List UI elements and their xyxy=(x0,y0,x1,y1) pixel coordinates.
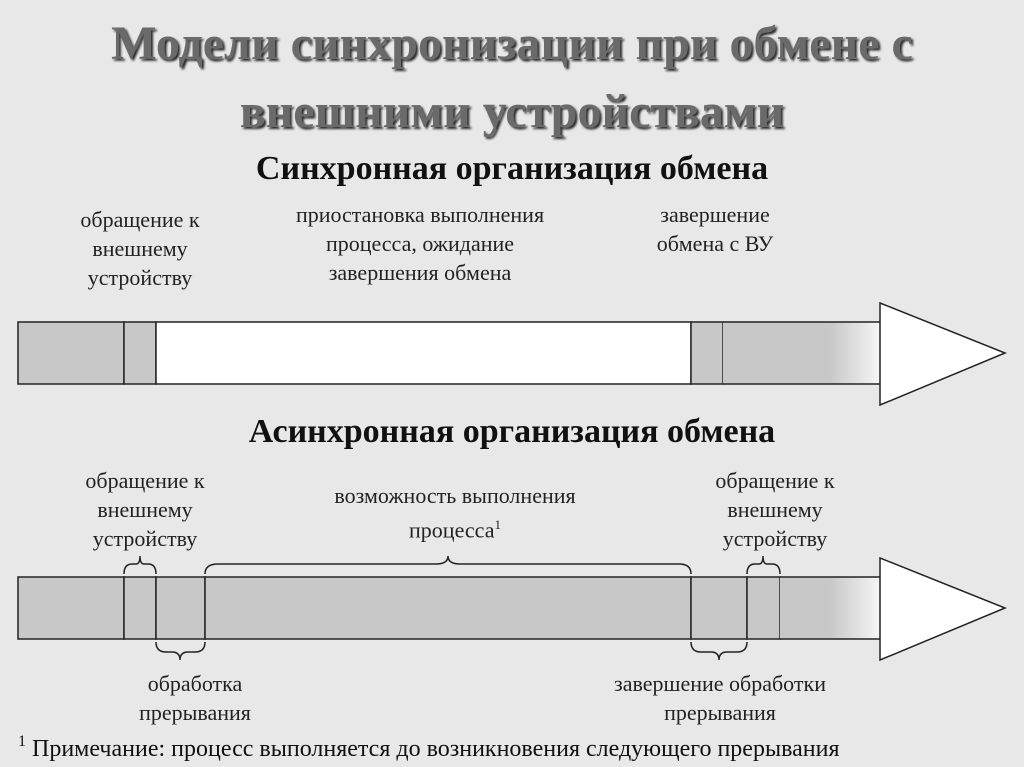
sync-label-wait-line: процесса, ожидание xyxy=(325,231,515,256)
sync-timeline-arrow xyxy=(17,301,1007,407)
sync-arrow-head xyxy=(879,301,1007,407)
async-label-access-left-line: устройству xyxy=(92,526,198,551)
brace-access-left xyxy=(123,555,157,575)
async-segment-start xyxy=(17,576,125,640)
async-label-interrupt-end-line: завершение обработки xyxy=(614,671,826,696)
async-heading: Асинхронная организация обмена xyxy=(248,413,776,450)
sync-segment-wait xyxy=(155,321,692,385)
async-segment-interrupt-end xyxy=(690,576,748,640)
async-segment-interrupt xyxy=(155,576,206,640)
brace-process xyxy=(204,555,692,575)
async-label-access-right-line: внешнему xyxy=(727,497,823,522)
sync-label-wait-line: приостановка выполнения xyxy=(295,202,545,227)
footnote-text: Примечание: процесс выполняется до возни… xyxy=(32,736,840,762)
sync-segment-access xyxy=(123,321,157,385)
async-label-interrupt: обработка прерывания xyxy=(110,669,280,727)
sync-heading: Синхронная организация обмена xyxy=(255,150,769,187)
async-label-interrupt-end: завершение обработки прерывания xyxy=(570,669,870,727)
sync-label-wait-line: завершения обмена xyxy=(328,260,512,285)
sync-label-done: завершение обмена с ВУ xyxy=(630,200,800,258)
async-label-access-right-line: устройству xyxy=(722,526,828,551)
async-timeline-arrow xyxy=(17,556,1007,662)
async-label-access-left: обращение к внешнему устройству xyxy=(60,466,230,553)
async-segment-access-left xyxy=(123,576,157,640)
async-arrow-head xyxy=(879,556,1007,662)
sync-label-access-line: устройству xyxy=(87,265,193,290)
async-label-process-line: процесса xyxy=(409,517,495,543)
async-label-process-line: возможность выполнения xyxy=(334,483,576,508)
sync-label-wait: приостановка выполнения процесса, ожидан… xyxy=(270,200,570,287)
sync-label-access-line: обращение к xyxy=(80,207,200,232)
async-label-access-left-line: обращение к xyxy=(85,468,205,493)
brace-access-right xyxy=(746,555,781,575)
async-segment-process xyxy=(204,576,692,640)
async-label-interrupt-line: обработка xyxy=(147,671,243,696)
brace-interrupt xyxy=(155,641,206,661)
async-segment-tail xyxy=(780,577,831,639)
async-label-access-left-line: внешнему xyxy=(97,497,193,522)
footnote-mark: 1 xyxy=(18,733,26,750)
sync-label-access: обращение к внешнему устройству xyxy=(55,205,225,292)
footnote-marker: 1 xyxy=(494,517,501,532)
async-label-process: возможность выполнения процесса1 xyxy=(300,481,610,544)
async-label-access-right: обращение к внешнему устройству xyxy=(690,466,860,553)
sync-segment-done xyxy=(690,321,724,385)
title-line-2: внешними устройствами xyxy=(239,85,785,138)
sync-segment-start xyxy=(17,321,125,385)
async-label-access-right-line: обращение к xyxy=(715,468,835,493)
async-label-interrupt-line: прерывания xyxy=(139,700,251,725)
async-segment-access-right xyxy=(746,576,781,640)
title-line-1: Модели синхронизации при обмене с xyxy=(111,17,913,70)
async-label-interrupt-end-line: прерывания xyxy=(664,700,776,725)
sync-label-access-line: внешнему xyxy=(92,236,188,261)
sync-label-done-line: завершение xyxy=(660,202,770,227)
sync-label-done-line: обмена с ВУ xyxy=(656,231,774,256)
brace-interrupt-end xyxy=(690,641,748,661)
sync-segment-tail xyxy=(723,322,831,384)
footnote: 1 Примечание: процесс выполняется до воз… xyxy=(18,733,839,763)
